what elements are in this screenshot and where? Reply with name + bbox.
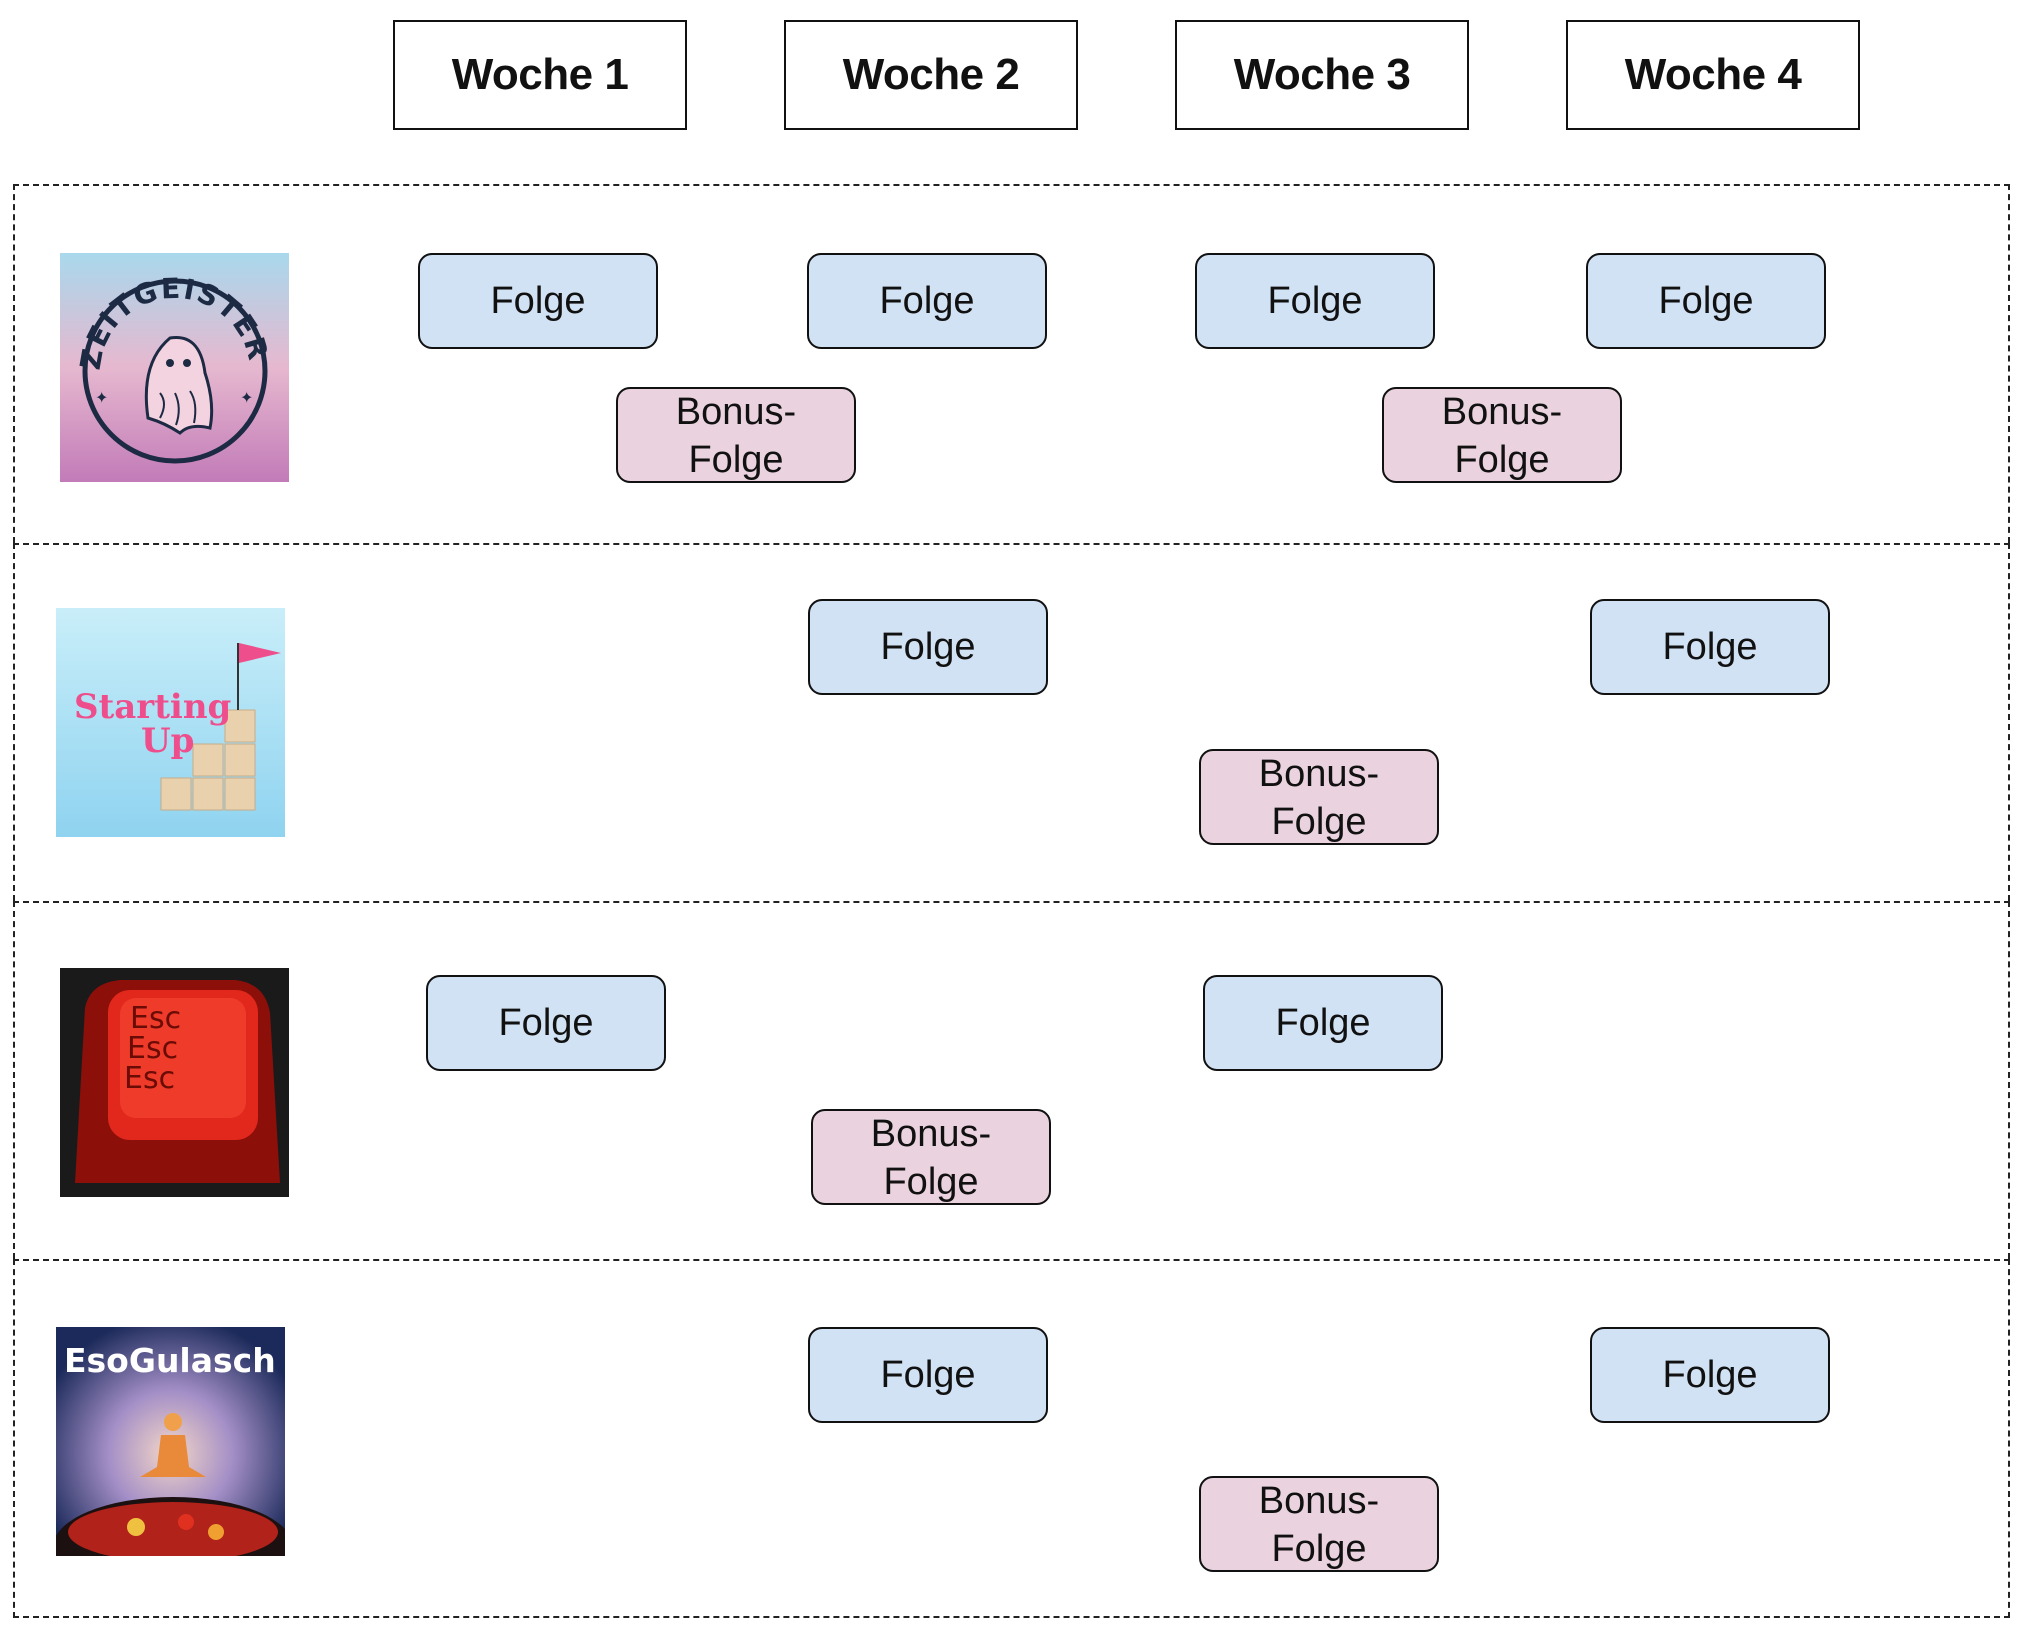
week-label: Woche 3	[1233, 50, 1411, 99]
zeitgeister-logo: ZEITGEISTER ✦ ✦	[60, 253, 289, 482]
row-zeitgeister	[13, 184, 2010, 543]
episode-folge: Folge	[1590, 599, 1830, 695]
episode-bonus-folge: Bonus-Folge	[616, 387, 856, 483]
week-label: Woche 1	[451, 50, 629, 99]
episode-folge: Folge	[808, 599, 1048, 695]
episode-folge: Folge	[807, 253, 1047, 349]
svg-text:✦: ✦	[95, 388, 108, 407]
starting-up-logo: Starting Up	[56, 608, 285, 837]
week-label: Woche 4	[1624, 50, 1802, 99]
episode-bonus-folge: Bonus-Folge	[1382, 387, 1622, 483]
svg-text:Esc: Esc	[127, 1031, 178, 1066]
row-starting-up	[13, 543, 2010, 901]
svg-text:EsoGulasch: EsoGulasch	[64, 1341, 276, 1380]
svg-text:Esc: Esc	[130, 1001, 181, 1036]
svg-text:Up: Up	[141, 721, 194, 761]
week-header-1: Woche 1	[393, 20, 687, 130]
week-header-3: Woche 3	[1175, 20, 1469, 130]
episode-folge: Folge	[1203, 975, 1443, 1071]
svg-text:✦: ✦	[240, 388, 253, 407]
episode-bonus-folge: Bonus-Folge	[1199, 749, 1439, 845]
episode-folge: Folge	[1586, 253, 1826, 349]
week-header-2: Woche 2	[784, 20, 1078, 130]
esogulasch-cover: EsoGulasch	[56, 1327, 285, 1556]
episode-bonus-folge: Bonus-Folge	[1199, 1476, 1439, 1572]
escape-cover: Esc Esc Esc	[60, 968, 289, 1197]
episode-folge: Folge	[1590, 1327, 1830, 1423]
week-header-4: Woche 4	[1566, 20, 1860, 130]
svg-text:Starting: Starting	[74, 687, 231, 727]
row-esogulasch	[13, 1259, 2010, 1618]
zeitgeister-cover: ZEITGEISTER ✦ ✦	[60, 253, 289, 482]
episode-folge: Folge	[426, 975, 666, 1071]
episode-folge: Folge	[1195, 253, 1435, 349]
episode-folge: Folge	[418, 253, 658, 349]
row-escape	[13, 901, 2010, 1259]
svg-text:Esc: Esc	[124, 1061, 175, 1096]
week-label: Woche 2	[842, 50, 1020, 99]
esc-key-image: Esc Esc Esc	[60, 968, 289, 1197]
esogulasch-logo: EsoGulasch	[56, 1327, 285, 1556]
episode-folge: Folge	[808, 1327, 1048, 1423]
starting-up-cover: Starting Up	[56, 608, 285, 837]
episode-bonus-folge: Bonus-Folge	[811, 1109, 1051, 1205]
